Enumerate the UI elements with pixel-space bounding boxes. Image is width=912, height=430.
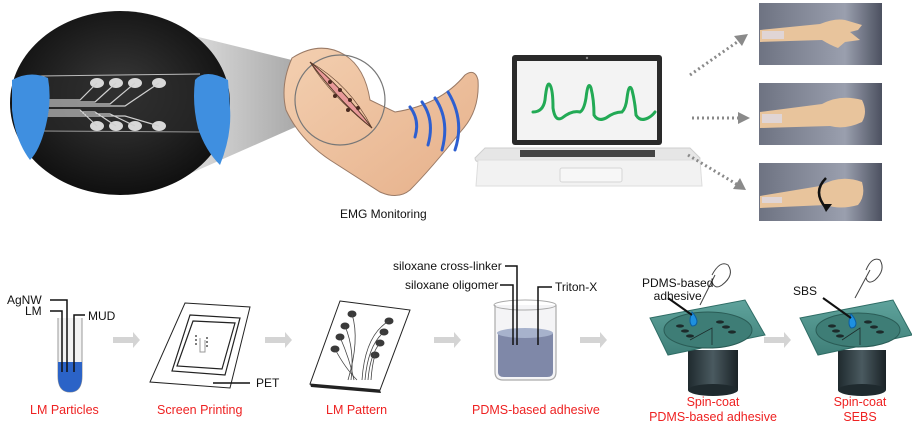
gesture-fist [759, 83, 882, 145]
label-pdms-drop-line2: adhesive [653, 289, 702, 303]
label-pdms-drop: PDMS-based adhesive [642, 277, 713, 303]
label-sbs: SBS [793, 284, 818, 298]
process-arrow-3 [434, 332, 461, 348]
step-label-lm-pattern: LM Pattern [326, 403, 388, 417]
arrow-to-open-hand [689, 38, 741, 77]
label-pet: PET [256, 376, 280, 390]
step-label-spin-coat-sebs-line2: SEBS [843, 410, 877, 424]
pipette-hand-icon [699, 263, 731, 306]
step-label-lm-particles: LM Particles [30, 403, 99, 417]
gesture-open-hand [759, 3, 882, 65]
step-label-spin-coat-sebs-line1: Spin-coat [833, 395, 887, 409]
process-arrow-5 [764, 332, 791, 348]
process-arrow-1 [113, 332, 140, 348]
label-oligomer: siloxane oligomer [405, 278, 499, 292]
step-label-spin-coat-pdms-line2: PDMS-based adhesive [649, 410, 777, 424]
label-mud: MUD [88, 309, 116, 323]
label-triton: Triton-X [555, 280, 598, 294]
label-crosslinker: siloxane cross-linker [393, 259, 502, 273]
step-label-pdms-adhesive: PDMS-based adhesive [472, 403, 600, 417]
label-agnw: AgNW [7, 293, 42, 307]
label-lm: LM [25, 304, 42, 318]
step-label-screen-printing: Screen Printing [157, 403, 243, 417]
step-label-spin-coat-pdms: Spin-coat PDMS-based adhesive [638, 395, 788, 425]
label-pdms-drop-line1: PDMS-based [642, 276, 714, 290]
process-arrow-2 [265, 332, 292, 348]
step-label-spin-coat-pdms-line1: Spin-coat [686, 395, 740, 409]
droplet-icon [689, 311, 698, 327]
process-arrow-4 [580, 332, 607, 348]
pipette-hand-icon [854, 258, 883, 299]
emg-monitoring-caption: EMG Monitoring [340, 207, 427, 221]
step-label-spin-coat-sebs: Spin-coat SEBS [820, 395, 900, 425]
gesture-wrist-rotation [759, 163, 882, 221]
